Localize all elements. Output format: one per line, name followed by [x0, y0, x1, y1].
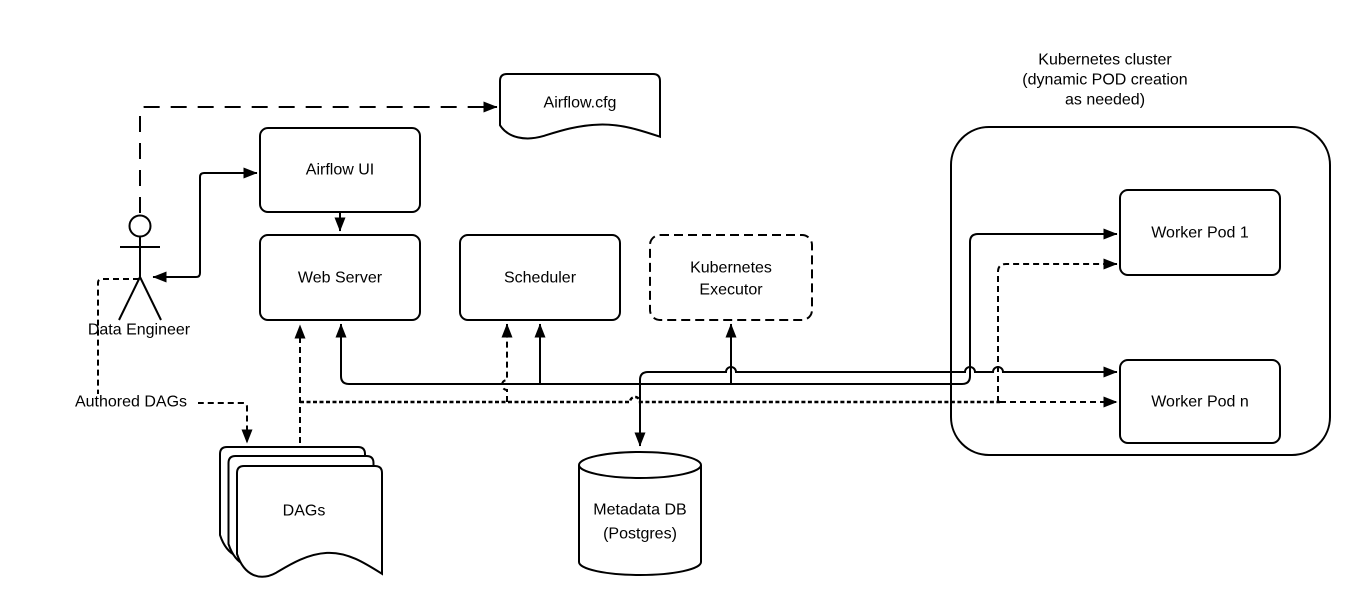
airflow-ui-node: Airflow UI: [259, 127, 421, 213]
actor-body: [118, 236, 162, 321]
kubernetes-executor-node: Kubernetes Executor: [649, 234, 813, 321]
metadata-db-cylinder-rim: [578, 464, 702, 479]
airflow-cfg-label: Airflow.cfg: [544, 95, 617, 112]
airflow-ui-label: Airflow UI: [306, 162, 374, 179]
worker-pod-1-label: Worker Pod 1: [1151, 225, 1249, 242]
metadata-db-cylinder: [578, 451, 702, 576]
airflow-ui-box: [259, 127, 421, 213]
web-server-node: Web Server: [259, 234, 421, 321]
airflow-cfg-document: [499, 73, 661, 140]
worker-pod-n-box: [1119, 359, 1281, 444]
kubernetes-executor-box: [649, 234, 813, 321]
metadata-db-node: Metadata DB (Postgres): [578, 451, 702, 576]
scheduler-label: Scheduler: [504, 270, 577, 287]
data-engineer-actor: Data Engineer: [88, 214, 191, 339]
kubernetes-executor-label-line2: Executor: [699, 282, 763, 299]
web-server-box: [259, 234, 421, 321]
kubernetes-executor-label-line1: Kubernetes: [690, 260, 772, 277]
dags-document-front: [236, 465, 383, 578]
kubernetes-cluster-title-line1: Kubernetes cluster: [1038, 52, 1172, 69]
worker-pod-n-label: Worker Pod n: [1151, 394, 1249, 411]
web-server-label: Web Server: [298, 270, 383, 287]
worker-pod-1-node: Worker Pod 1: [1119, 189, 1281, 276]
actor-head: [128, 214, 152, 238]
edge-dags-to-workerpod1: [997, 258, 1118, 402]
data-engineer-label: Data Engineer: [88, 322, 191, 339]
edge-engineer-airflow-ui: [152, 167, 258, 283]
edge-engineer-to-dags: [97, 278, 253, 444]
kubernetes-cluster-border: [950, 126, 1331, 456]
metadata-db-label-line1: Metadata DB: [593, 502, 686, 519]
dags-label: DAGs: [283, 503, 326, 520]
edge-bus-metadatadb-to-workerpodn: [634, 366, 1118, 447]
dags-node: DAGs: [219, 446, 383, 578]
worker-pod-1-box: [1119, 189, 1281, 276]
airflow-cfg-node: Airflow.cfg: [499, 73, 661, 140]
worker-pod-n-node: Worker Pod n: [1119, 359, 1281, 444]
scheduler-node: Scheduler: [459, 234, 621, 321]
kubernetes-cluster-title-line2: (dynamic POD creation: [1022, 72, 1187, 89]
authored-dags-label: Authored DAGs: [75, 394, 187, 411]
authored-dags-edge-label: Authored DAGs: [64, 394, 198, 411]
kubernetes-cluster: Kubernetes cluster (dynamic POD creation…: [950, 52, 1331, 456]
edge-dags-to-scheduler: [501, 323, 513, 402]
scheduler-box: [459, 234, 621, 321]
edge-dags-bus: [300, 395, 1000, 404]
kubernetes-cluster-title-line3: as needed): [1065, 92, 1145, 109]
edge-engineer-to-config: [139, 101, 498, 213]
authored-dags-label-background: [64, 394, 198, 411]
metadata-db-label-line2: (Postgres): [603, 526, 677, 543]
